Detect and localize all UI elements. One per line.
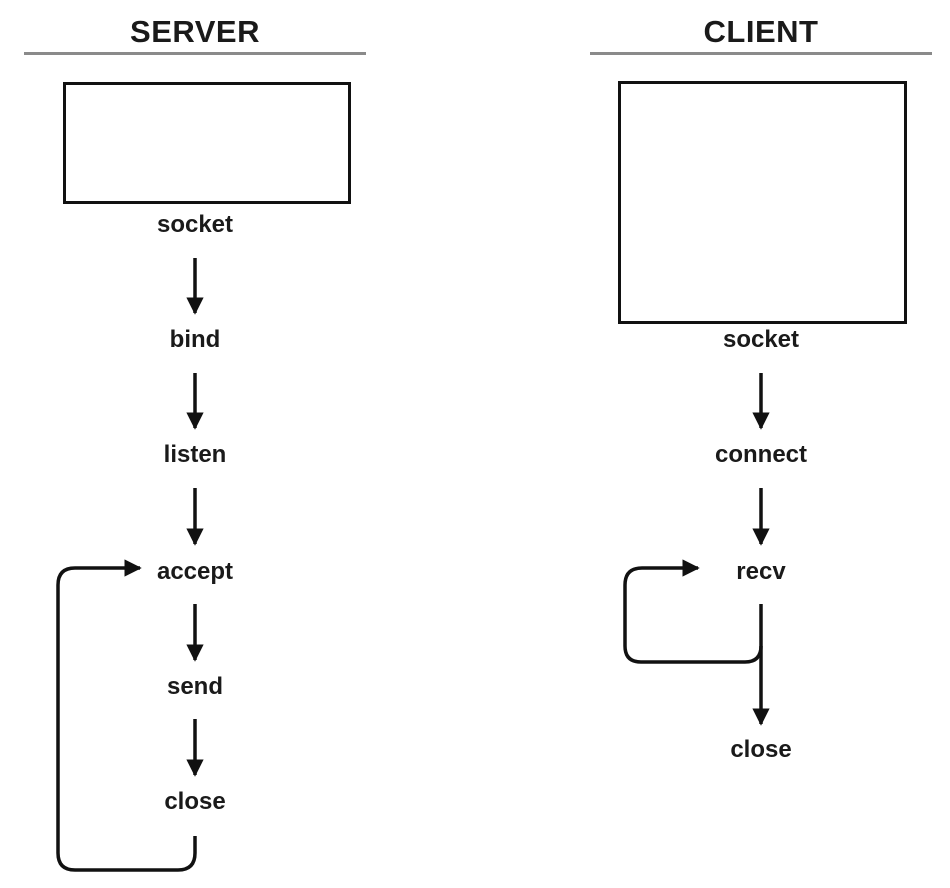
client-title: CLIENT [703,14,819,49]
client-step-socket: socket [722,326,800,353]
server-divider [24,52,366,55]
server-step-close: close [164,788,226,815]
server-step-bind: bind [169,326,221,353]
server-box [63,82,351,204]
client-step-recv: recv [736,558,786,585]
server-step-socket: socket [156,211,234,238]
client-loop-arrow [623,559,763,664]
server-title: SERVER [130,14,260,49]
server-step-listen: listen [163,441,227,468]
server-loop-arrow [56,559,197,872]
client-step-connect: connect [714,441,807,468]
client-step-close: close [730,736,792,763]
client-box [618,81,907,324]
server-step-accept: accept [156,558,234,585]
server-step-send: send [166,673,223,700]
client-divider [590,52,932,55]
